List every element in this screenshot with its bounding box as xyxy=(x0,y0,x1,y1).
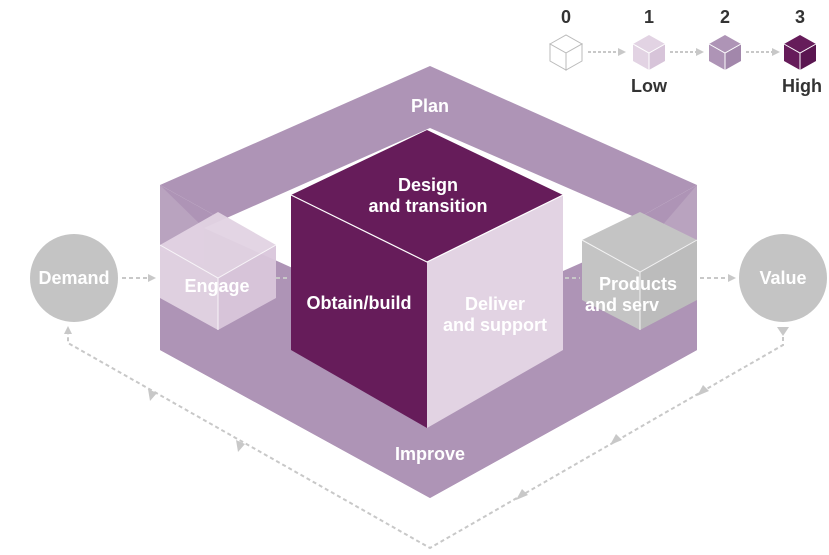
legend-level-2: 2 xyxy=(720,7,730,27)
engage-label: Engage xyxy=(184,276,249,296)
legend-cube-0 xyxy=(548,34,584,71)
products-label-line2: and serv xyxy=(585,295,659,315)
improve-label: Improve xyxy=(395,444,465,464)
design-transition-face xyxy=(291,130,563,262)
demand-node xyxy=(30,234,118,322)
legend-level-1: 1 xyxy=(644,7,654,27)
engage-cube xyxy=(159,212,277,330)
legend-cube-2 xyxy=(708,35,742,70)
design-label-line1: Design xyxy=(398,175,458,195)
deliver-label-line1: Deliver xyxy=(465,294,525,314)
flow-arrows xyxy=(64,274,784,550)
legend-level-3: 3 xyxy=(795,7,805,27)
frame-lower-band xyxy=(160,250,697,498)
deliver-label-line2: and support xyxy=(443,315,547,335)
products-label-line1: Products xyxy=(599,274,677,294)
feedback-loop xyxy=(64,326,784,550)
products-cube xyxy=(581,212,698,330)
central-cube xyxy=(290,130,564,428)
obtain-build-label: Obtain/build xyxy=(307,293,412,313)
legend xyxy=(548,34,817,71)
legend-level-0: 0 xyxy=(561,7,571,27)
legend-labels: 0 1 2 3 Low High xyxy=(561,7,822,96)
legend-cube-3 xyxy=(783,35,817,70)
legend-high-label: High xyxy=(782,76,822,96)
design-label-line2: and transition xyxy=(368,196,487,216)
plan-label: Plan xyxy=(411,96,449,116)
obtain-build-face xyxy=(291,195,427,428)
deliver-support-face xyxy=(427,195,563,428)
diagram-labels: Plan Improve Engage Design and transitio… xyxy=(38,96,806,464)
feedback-arrowheads xyxy=(148,327,789,500)
value-node xyxy=(739,234,827,322)
demand-label: Demand xyxy=(38,268,109,288)
legend-low-label: Low xyxy=(631,76,668,96)
legend-cube-1 xyxy=(632,35,666,70)
value-label: Value xyxy=(759,268,806,288)
